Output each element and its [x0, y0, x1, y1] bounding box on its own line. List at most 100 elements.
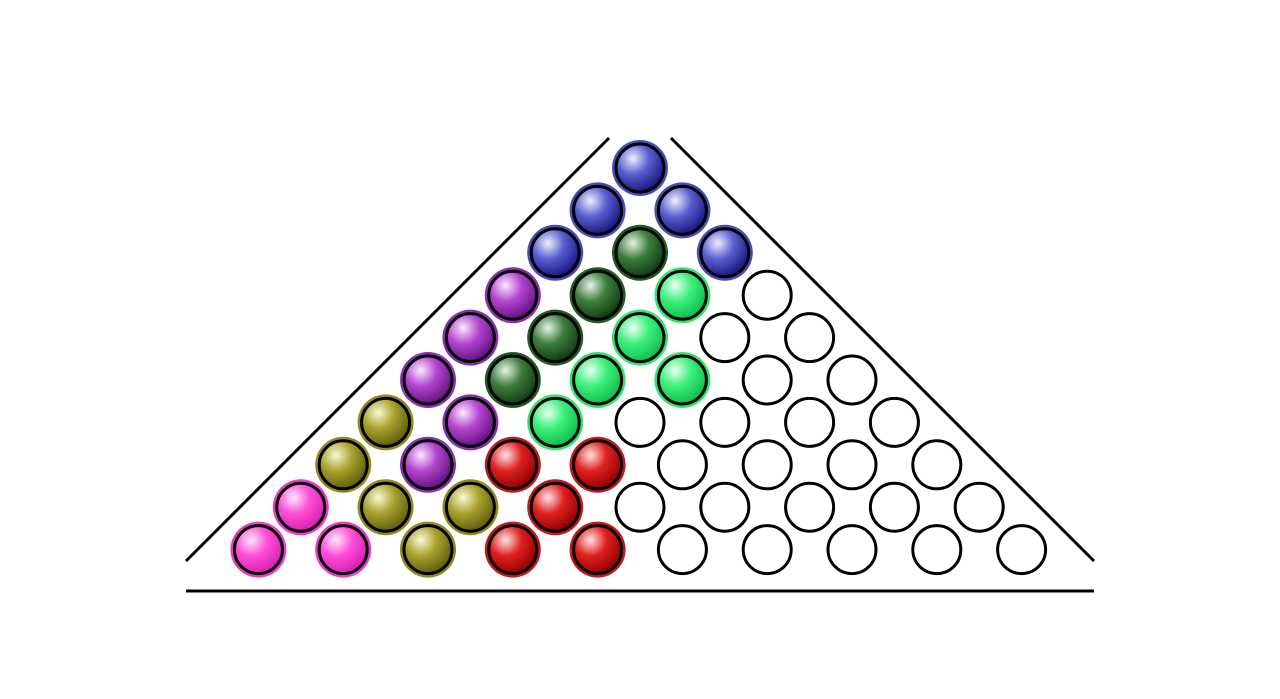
peg-ball — [572, 439, 624, 491]
peg-olive[interactable] — [357, 394, 414, 451]
hole-outline — [741, 269, 793, 321]
peg-red[interactable] — [569, 436, 626, 493]
peg-red[interactable] — [527, 479, 584, 536]
empty-hole[interactable] — [614, 481, 666, 533]
empty-hole[interactable] — [868, 396, 920, 448]
peg-purple[interactable] — [484, 267, 541, 324]
peg-ball — [699, 227, 751, 279]
peg-purple[interactable] — [400, 436, 456, 493]
hole-outline — [953, 481, 1005, 533]
peg-ball — [529, 312, 581, 364]
peg-pink[interactable] — [230, 521, 287, 578]
peg-ball — [317, 439, 369, 491]
empty-hole[interactable] — [784, 396, 836, 448]
empty-hole[interactable] — [741, 269, 793, 321]
board-left-edge — [184, 136, 611, 563]
peg-ball — [614, 227, 666, 279]
peg-purple[interactable] — [400, 352, 456, 408]
hole-grid — [230, 140, 1048, 578]
empty-hole[interactable] — [911, 439, 963, 491]
hole-outline — [699, 396, 751, 448]
peg-blue[interactable] — [527, 224, 584, 281]
hole-outline — [868, 396, 920, 448]
peg-green[interactable] — [654, 267, 711, 324]
peg-ball — [529, 481, 581, 533]
peg-olive[interactable] — [400, 521, 456, 578]
peg-ball — [529, 396, 581, 448]
empty-hole[interactable] — [868, 481, 920, 533]
empty-hole[interactable] — [953, 481, 1005, 533]
peg-dgreen[interactable] — [612, 224, 668, 281]
hole-outline — [996, 524, 1048, 576]
empty-hole[interactable] — [699, 396, 751, 448]
peg-ball — [529, 227, 581, 279]
peg-blue[interactable] — [569, 182, 626, 239]
peg-purple[interactable] — [442, 309, 499, 366]
hole-outline — [656, 439, 708, 491]
peg-green[interactable] — [569, 352, 626, 408]
empty-hole[interactable] — [784, 312, 836, 364]
peg-olive[interactable] — [442, 479, 499, 536]
hole-outline — [614, 481, 666, 533]
empty-hole[interactable] — [826, 524, 878, 576]
peg-red[interactable] — [484, 521, 541, 578]
peg-ball — [572, 269, 624, 321]
peg-blue[interactable] — [654, 182, 711, 239]
empty-hole[interactable] — [656, 439, 708, 491]
hole-outline — [699, 481, 751, 533]
hole-outline — [826, 354, 878, 406]
empty-hole[interactable] — [784, 481, 836, 533]
hole-outline — [911, 524, 963, 576]
peg-ball — [444, 396, 496, 448]
peg-ball — [275, 481, 327, 533]
empty-hole[interactable] — [826, 439, 878, 491]
hole-outline — [826, 524, 878, 576]
hole-outline — [741, 524, 793, 576]
empty-hole[interactable] — [741, 354, 793, 406]
peg-dgreen[interactable] — [569, 267, 626, 324]
empty-hole[interactable] — [614, 396, 666, 448]
peg-green[interactable] — [612, 309, 668, 366]
peg-ball — [444, 312, 496, 364]
peg-pink[interactable] — [272, 479, 329, 536]
peg-olive[interactable] — [357, 479, 414, 536]
hole-outline — [784, 312, 836, 364]
peg-ball — [360, 481, 412, 533]
empty-hole[interactable] — [699, 481, 751, 533]
peg-blue[interactable] — [612, 140, 668, 196]
hole-outline — [868, 481, 920, 533]
hole-outline — [741, 354, 793, 406]
empty-hole[interactable] — [826, 354, 878, 406]
peg-red[interactable] — [569, 521, 626, 578]
empty-hole[interactable] — [741, 439, 793, 491]
peg-red[interactable] — [484, 436, 541, 493]
peg-ball — [656, 184, 708, 236]
peg-purple[interactable] — [442, 394, 499, 451]
peg-dgreen[interactable] — [484, 352, 541, 408]
peg-green[interactable] — [527, 394, 584, 451]
peg-green[interactable] — [654, 352, 711, 408]
peg-ball — [232, 524, 284, 576]
peg-dgreen[interactable] — [527, 309, 584, 366]
empty-hole[interactable] — [741, 524, 793, 576]
empty-hole[interactable] — [699, 312, 751, 364]
peg-ball — [444, 481, 496, 533]
peg-ball — [614, 142, 666, 194]
peg-ball — [360, 396, 412, 448]
empty-hole[interactable] — [911, 524, 963, 576]
peg-ball — [572, 354, 624, 406]
peg-ball — [487, 354, 539, 406]
hole-outline — [784, 396, 836, 448]
board-right-edge — [669, 136, 1096, 563]
hole-outline — [699, 312, 751, 364]
peg-ball — [402, 439, 454, 491]
empty-hole[interactable] — [996, 524, 1048, 576]
peg-ball — [487, 524, 539, 576]
peg-pink[interactable] — [315, 521, 372, 578]
hole-outline — [741, 439, 793, 491]
empty-hole[interactable] — [656, 524, 708, 576]
peg-blue[interactable] — [696, 224, 753, 281]
peg-olive[interactable] — [315, 436, 372, 493]
hole-outline — [656, 524, 708, 576]
